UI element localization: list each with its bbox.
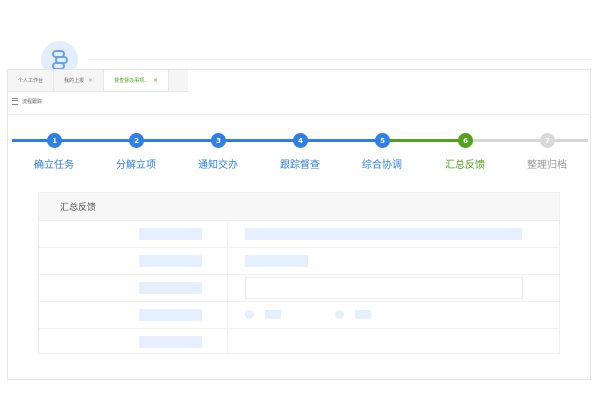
label-placeholder	[139, 336, 202, 348]
stepper-connector	[547, 139, 588, 142]
stepper-connector	[218, 139, 300, 142]
form-row	[39, 247, 559, 275]
feedback-panel: 汇总反馈	[38, 192, 560, 354]
form-row	[39, 328, 559, 355]
close-icon[interactable]: ×	[88, 77, 94, 84]
app-window: 个人工作台 我的上报 × 督查督办事项... × 流程跟踪 1 确立任务 2 分解立项…	[7, 69, 591, 380]
step-2-label[interactable]: 分解立项	[116, 160, 156, 171]
step-4-label[interactable]: 跟踪督查	[280, 160, 320, 171]
menu-list-icon	[12, 98, 18, 105]
label-placeholder	[139, 309, 202, 321]
step-5-label[interactable]: 综合协调	[362, 160, 402, 171]
radio-option[interactable]	[245, 310, 254, 319]
step-4-badge[interactable]: 4	[293, 133, 308, 148]
tab-label: 我的上报	[64, 78, 85, 84]
step-6-label[interactable]: 汇总反馈	[445, 160, 485, 171]
progress-stepper: 1 确立任务 2 分解立项 3 通知交办 4 跟踪督查 5 综合协调 6 汇总反馈 7 整理归档	[8, 129, 592, 179]
tab-workbench[interactable]: 个人工作台	[8, 70, 55, 91]
tab-label: 个人工作台	[18, 78, 44, 84]
step-5-badge[interactable]: 5	[375, 133, 390, 148]
step-7-label[interactable]: 整理归档	[527, 160, 567, 171]
tab-label: 督查督办事项...	[114, 78, 149, 84]
radio-label-placeholder	[265, 310, 281, 319]
step-1-badge[interactable]: 1	[47, 133, 62, 148]
stepper-connector	[136, 139, 218, 142]
form-row	[39, 301, 559, 329]
stepper-connector	[465, 139, 547, 142]
stepper-connector	[54, 139, 136, 142]
label-placeholder	[139, 228, 202, 240]
stepper-connector	[300, 139, 382, 142]
breadcrumb-label: 流程跟踪	[22, 99, 43, 105]
tab-my-reports[interactable]: 我的上报 ×	[54, 70, 105, 91]
panel-title: 汇总反馈	[60, 203, 97, 213]
panel-header: 汇总反馈	[39, 193, 559, 221]
tab-bar: 个人工作台 我的上报 × 督查督办事项... ×	[8, 70, 188, 92]
label-placeholder	[139, 255, 202, 267]
column-divider	[227, 220, 228, 354]
label-placeholder	[139, 282, 202, 294]
step-1-label[interactable]: 确立任务	[34, 160, 74, 171]
step-3-badge[interactable]: 3	[211, 133, 226, 148]
step-7-badge[interactable]: 7	[540, 133, 555, 148]
value-placeholder	[245, 228, 522, 240]
stepper-connector	[12, 139, 54, 142]
header-divider	[88, 59, 592, 60]
text-input[interactable]	[245, 277, 523, 299]
step-2-badge[interactable]: 2	[129, 133, 144, 148]
breadcrumb-divider	[8, 114, 590, 115]
radio-option[interactable]	[335, 310, 344, 319]
form-row	[39, 274, 559, 302]
value-placeholder	[245, 255, 308, 267]
form-row	[39, 220, 559, 248]
tab-supervision[interactable]: 督查督办事项... ×	[104, 70, 169, 91]
step-3-label[interactable]: 通知交办	[198, 160, 238, 171]
stepper-connector	[382, 139, 465, 142]
close-icon[interactable]: ×	[152, 77, 158, 84]
radio-label-placeholder	[355, 310, 371, 319]
breadcrumb: 流程跟踪	[12, 98, 42, 105]
step-6-badge[interactable]: 6	[458, 133, 473, 148]
